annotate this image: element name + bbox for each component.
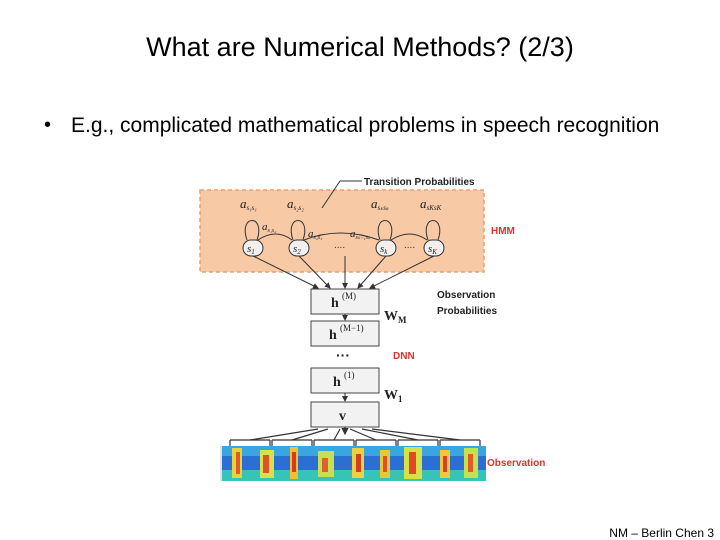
slide-footer: NM – Berlin Chen 3 xyxy=(609,526,714,540)
bullet-dot: • xyxy=(44,114,52,136)
dnn-dots: ··· xyxy=(336,347,350,363)
frame-brackets xyxy=(229,427,481,446)
observation-label: Observation xyxy=(487,458,545,469)
svg-text:sk: sk xyxy=(380,243,388,256)
transition-pointer xyxy=(321,180,341,209)
layer-h1: h (1) xyxy=(310,367,380,394)
svg-text:s1: s1 xyxy=(247,243,255,256)
self-loop-3 xyxy=(377,220,393,241)
svg-text:(M−1): (M−1) xyxy=(340,323,364,333)
svg-text:s2: s2 xyxy=(293,243,301,256)
state-s1: s1 xyxy=(242,239,264,257)
self-loop-2 xyxy=(290,220,306,241)
spectrogram xyxy=(222,446,486,481)
weight-WM: WM xyxy=(384,309,407,325)
obs-arrow-5 xyxy=(369,255,435,289)
svg-text:h: h xyxy=(329,328,337,343)
transition-label: Transition Probabilities xyxy=(364,177,475,188)
hmm-label: HMM xyxy=(491,226,515,237)
layer-hM-1: h (M−1) xyxy=(310,320,380,347)
bullet-text: E.g., complicated mathematical problems … xyxy=(71,114,660,137)
arc-3-4 xyxy=(390,233,428,241)
layer-hM: h (M) xyxy=(310,288,380,315)
svg-text:h: h xyxy=(331,296,339,311)
self-loop-1 xyxy=(244,220,260,241)
hmm-ellipsis: .... xyxy=(334,240,345,251)
state-sk: sk xyxy=(375,239,397,257)
obs-arrow-2 xyxy=(298,255,331,289)
arc-1-2 xyxy=(257,233,293,241)
bullet-item: • E.g., complicated mathematical problem… xyxy=(44,112,664,139)
svg-text:h: h xyxy=(333,375,341,390)
self-loop-4 xyxy=(425,220,441,241)
state-s2: s2 xyxy=(288,239,310,257)
hmm-box xyxy=(199,189,485,273)
obs-arrow-1 xyxy=(252,255,319,289)
weight-W1: W1 xyxy=(384,388,403,404)
svg-text:(M): (M) xyxy=(342,291,356,301)
layer-v: v xyxy=(310,401,380,428)
obs-prob-label-2: Probabilities xyxy=(437,306,497,317)
state-sK: sK xyxy=(423,239,445,257)
arc-2-3 xyxy=(303,232,380,241)
svg-text:sK: sK xyxy=(428,243,437,256)
obs-arrow-4 xyxy=(357,255,387,289)
svg-text:v: v xyxy=(339,409,346,424)
svg-text:(1): (1) xyxy=(344,370,355,380)
hmm-ellipsis-2: .... xyxy=(404,240,415,251)
obs-prob-label-1: Observation xyxy=(437,290,495,301)
dnn-label: DNN xyxy=(393,351,415,362)
slide-title: What are Numerical Methods? (2/3) xyxy=(146,32,574,62)
